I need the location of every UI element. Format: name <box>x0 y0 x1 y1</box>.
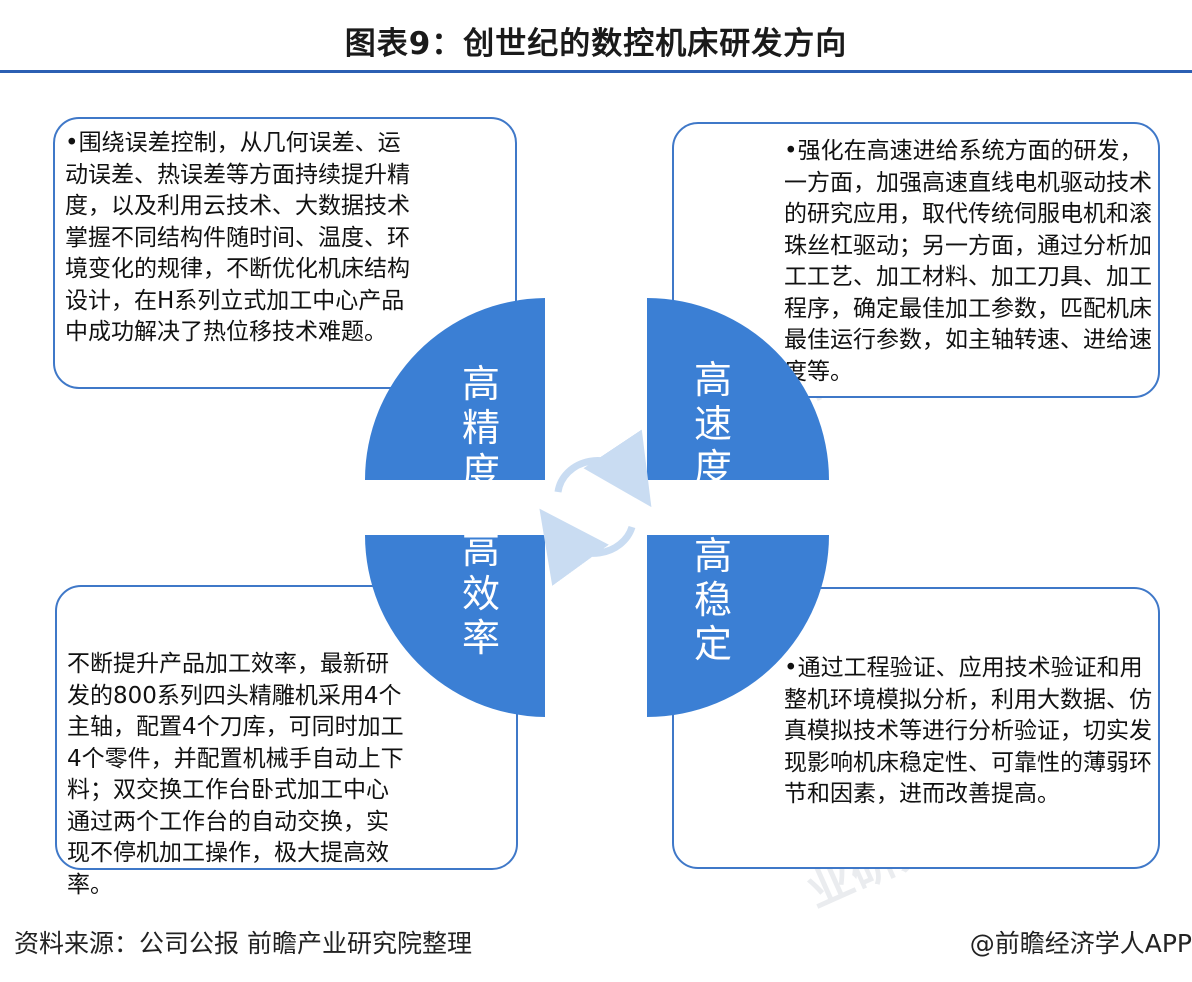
cycle-arrow-icon <box>554 429 652 508</box>
stability-text-box: •通过工程验证、应用技术验证和用整机环境模拟分析，利用大数据、仿真模拟技术等进行… <box>672 587 1160 869</box>
stability-description: •通过工程验证、应用技术验证和用整机环境模拟分析，利用大数据、仿真模拟技术等进行… <box>784 655 1152 807</box>
label-precision: 高精度 <box>461 362 500 494</box>
figure-title: 图表9：创世纪的数控机床研发方向 <box>344 26 848 62</box>
label-speed: 高速度 <box>693 358 732 490</box>
title-divider <box>0 70 1192 73</box>
precision-description: •围绕误差控制，从几何误差、运动误差、热误差等方面持续提升精度，以及利用云技术、… <box>65 130 410 345</box>
label-stability: 高稳定 <box>693 534 732 666</box>
source-note: 资料来源：公司公报 前瞻产业研究院整理 <box>14 929 472 958</box>
quadrant-bottom-left <box>365 535 545 717</box>
cycle-arrow-icon <box>539 508 636 586</box>
label-efficiency: 高效率 <box>461 528 500 660</box>
speed-description: •强化在高速进给系统方面的研发，一方面，加强高速直线电机驱动技术的研究应用，取代… <box>784 138 1152 385</box>
quadrant-top-left <box>365 298 545 480</box>
quadrant-bottom-right <box>647 535 829 717</box>
quadrant-top-right <box>647 298 829 480</box>
efficiency-description: 不断提升产品加工效率，最新研发的800系列四头精雕机采用4个主轴，配置4个刀库，… <box>67 651 404 898</box>
credit-note: @前瞻经济学人APP <box>969 929 1192 958</box>
